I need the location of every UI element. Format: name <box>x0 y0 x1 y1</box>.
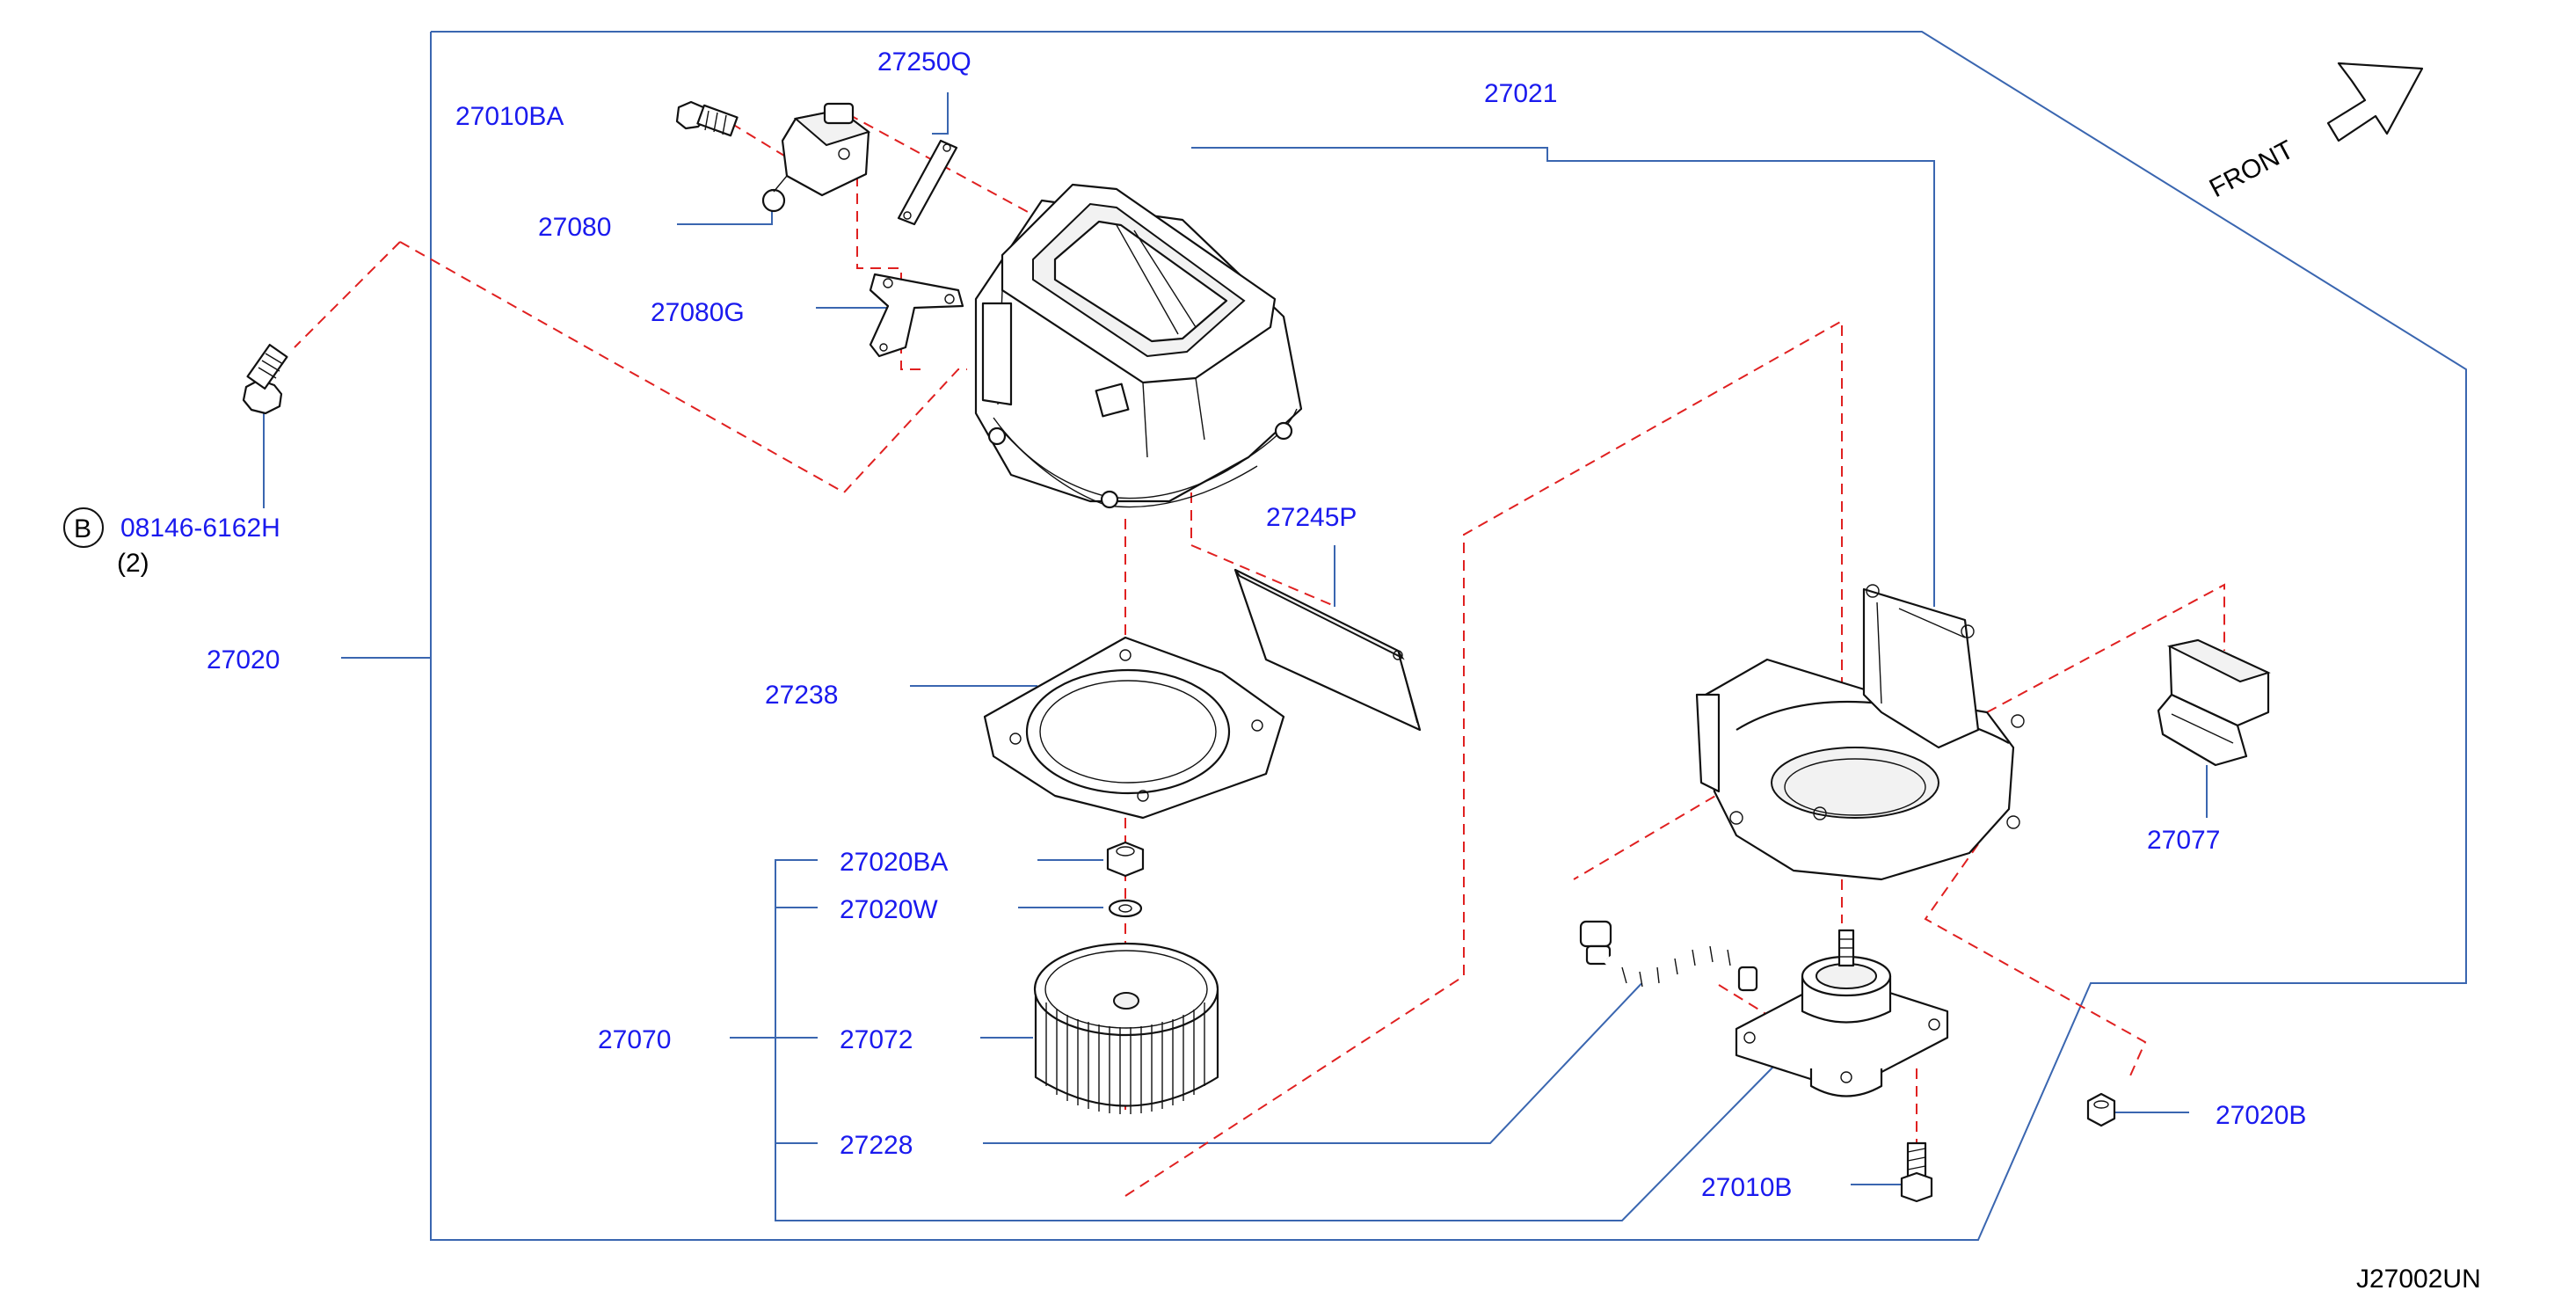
callout-27080g[interactable]: 27080G <box>651 298 745 327</box>
callout-27020b[interactable]: 27020B <box>2216 1101 2306 1130</box>
bracket-27080g-drawing <box>869 273 964 358</box>
callout-27228[interactable]: 27228 <box>840 1131 913 1160</box>
callout-08146-6162h[interactable]: 08146-6162H <box>120 514 280 543</box>
scroll-case-drawing <box>1695 584 2025 881</box>
callout-27080[interactable]: 27080 <box>538 213 611 242</box>
resistor-27077-drawing <box>2157 638 2271 767</box>
quantity-note: (2) <box>117 549 149 578</box>
callout-27020ba[interactable]: 27020BA <box>840 848 948 877</box>
callout-27020[interactable]: 27020 <box>207 645 280 674</box>
callout-27010b[interactable]: 27010B <box>1701 1173 1792 1202</box>
callout-27010ba[interactable]: 27010BA <box>455 102 564 131</box>
link-27250q-drawing <box>897 139 958 226</box>
callout-27245p[interactable]: 27245P <box>1266 503 1357 532</box>
screw-27010ba-drawing <box>675 100 739 137</box>
washer-27020w-drawing <box>1108 899 1143 918</box>
front-direction-arrow <box>2326 62 2424 142</box>
callout-27250q[interactable]: 27250Q <box>877 47 971 77</box>
nut-27020ba-drawing <box>1106 841 1145 878</box>
sheet-code: J27002UN <box>2356 1265 2481 1294</box>
assembly-frame-outline <box>430 31 2467 1241</box>
filter-27245p-drawing <box>1233 568 1422 732</box>
bolt-symbol-circle <box>63 507 104 548</box>
harness-27228-drawing <box>1579 920 1758 992</box>
bolt-08146-6162h-drawing <box>242 343 288 415</box>
intake-case-27021-drawing <box>974 183 1303 509</box>
callout-27070[interactable]: 27070 <box>598 1025 671 1054</box>
callout-27072[interactable]: 27072 <box>840 1025 913 1054</box>
motor-27070-drawing <box>1735 929 1949 1097</box>
bolt-symbol-letter: B <box>74 514 91 543</box>
fan-27072-drawing <box>1033 942 1219 1114</box>
leader-lines <box>263 92 2208 1221</box>
screw-27010b-drawing <box>1900 1141 1933 1203</box>
actuator-27080-drawing <box>761 102 871 213</box>
nut-27020b-drawing <box>2086 1092 2116 1127</box>
gasket-27238-drawing <box>983 636 1285 820</box>
callout-27020w[interactable]: 27020W <box>840 895 938 924</box>
callout-27238[interactable]: 27238 <box>765 681 838 710</box>
callout-27021[interactable]: 27021 <box>1484 79 1557 108</box>
front-direction-label: FRONT <box>2205 135 2299 204</box>
callout-27077[interactable]: 27077 <box>2147 826 2220 855</box>
